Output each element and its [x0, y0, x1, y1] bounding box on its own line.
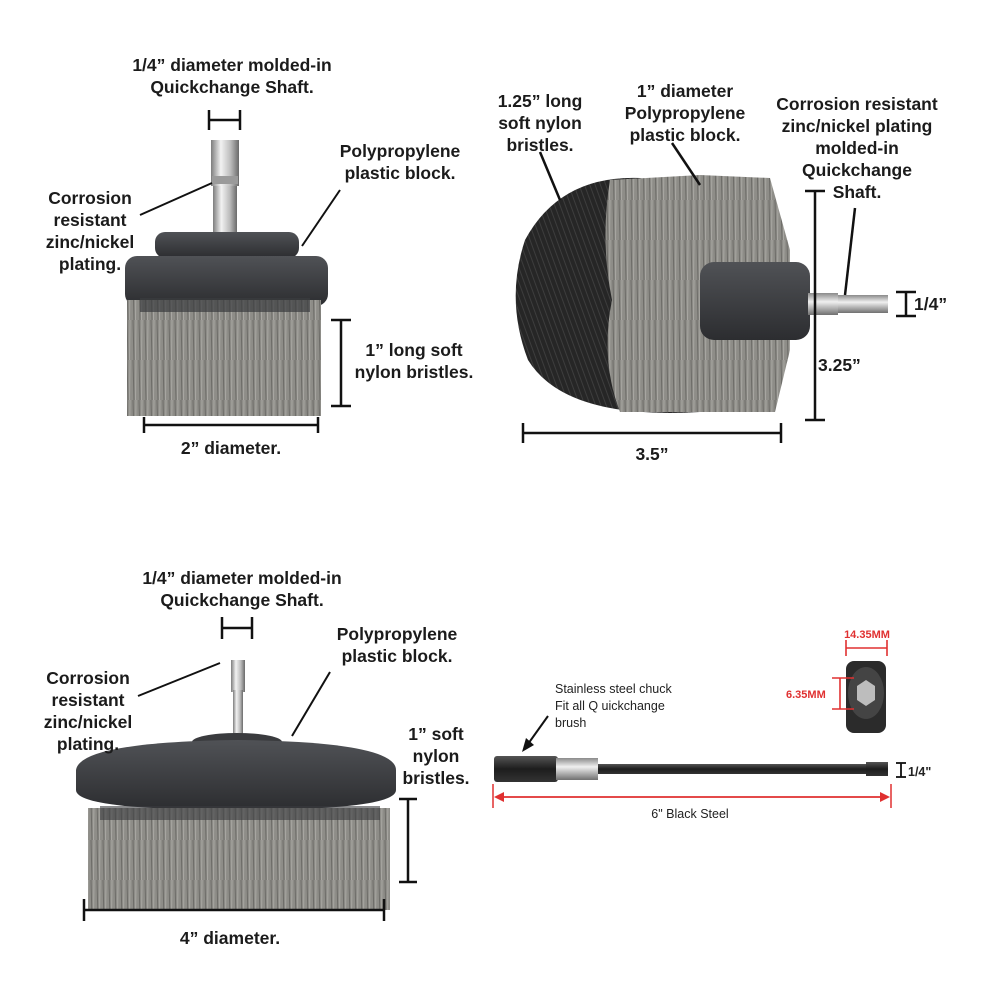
brush-2in-bristles	[127, 300, 321, 416]
brush-4in-corrosion-label-line1: Corrosion	[46, 668, 130, 688]
brush-4in-illustration	[76, 660, 396, 910]
brush-2in-shaft-label-line2: Quickchange Shaft.	[150, 77, 313, 97]
brush-ball-shaft-dim-label: 1/4”	[914, 294, 947, 314]
brush-ball-bristle-label-line3: bristles.	[506, 135, 573, 155]
brush-ball-width-dim	[521, 423, 783, 443]
brush-4in-block-leader	[291, 671, 331, 737]
brush-2in-shaft-bracket	[207, 110, 242, 130]
brush-4in-shaft-label-line1: 1/4” diameter molded-in	[142, 568, 341, 588]
brush-2in-illustration	[125, 140, 328, 416]
extension-chuck-arrow	[522, 715, 549, 752]
brush-2in-bristle-label-line2: nylon bristles.	[355, 362, 474, 382]
brush-2in-bristle-dim	[331, 318, 351, 408]
brush-4in-bristle-label-line3: bristles.	[402, 768, 469, 788]
extension-chuck-label-line2: Fit all Q uickchange	[555, 699, 665, 713]
brush-ball-shaft-label-line3: molded-in	[815, 138, 899, 158]
extension-shaft-dim-label: 1/4"	[908, 765, 931, 779]
brush-2in-corrosion-leader	[139, 182, 213, 216]
brush-ball-shaft-dim	[896, 290, 916, 318]
brush-2in-shaft-collar	[213, 186, 237, 240]
brush-2in-corrosion-label-line4: plating.	[59, 254, 121, 274]
brush-ball-core	[700, 262, 810, 340]
brush-ball-bristle-leader	[538, 151, 562, 201]
brush-4in-bristle-label-line1: 1” soft	[408, 724, 464, 744]
extension-chuck	[494, 756, 558, 782]
brush-2in-block-label-line1: Polypropylene	[340, 141, 461, 161]
brush-4in-block	[76, 740, 396, 810]
brush-4in-bristles	[88, 808, 390, 910]
brush-ball-height-dim	[805, 189, 825, 422]
brush-4in-diameter-dim	[82, 899, 386, 921]
hex-socket-icon	[857, 680, 875, 706]
brush-2in-block-leader	[301, 189, 341, 247]
extension-hex-tip	[866, 762, 888, 776]
extension-chuck-sleeve	[556, 758, 598, 780]
extension-outer-dim-label: 14.35MM	[844, 629, 890, 641]
brush-ball-bristle-label-line2: soft nylon	[498, 113, 582, 133]
brush-4in-corrosion-leader	[137, 662, 221, 697]
brush-4in-corrosion-label-line4: plating.	[57, 734, 119, 754]
extension-outer-dim	[845, 640, 888, 656]
brush-2in-hub	[155, 232, 299, 258]
brush-ball-block-leader	[670, 142, 702, 186]
brush-ball-grey-bristles	[605, 175, 790, 412]
brush-4in-shaft-label-line2: Quickchange Shaft.	[160, 590, 323, 610]
brush-ball-height-dim-label: 3.25”	[818, 355, 861, 375]
brush-4in-corrosion-label-line3: zinc/nickel	[44, 712, 133, 732]
extension-inner-dim-label: 6.35MM	[786, 689, 826, 701]
brush-2in-corrosion-label-line2: resistant	[54, 210, 127, 230]
extension-chuck-label-line3: brush	[555, 716, 586, 730]
brush-ball-block-label-line3: plastic block.	[630, 125, 741, 145]
brush-ball-shaft-leader	[843, 207, 857, 296]
extension-shaft-dim	[896, 762, 906, 778]
brush-ball-shaft-label-line2: zinc/nickel plating	[782, 116, 933, 136]
extension-length-label: 6" Black Steel	[651, 807, 728, 821]
brush-2in-corrosion-label-line3: zinc/nickel	[46, 232, 135, 252]
brush-2in-diameter-dim	[142, 417, 320, 433]
brush-2in-shaft-label-line1: 1/4” diameter molded-in	[132, 55, 331, 75]
brush-ball-shaft-label-line1: Corrosion resistant	[776, 94, 938, 114]
brush-ball-illustration	[515, 175, 888, 413]
brush-2in-diameter-label: 2” diameter.	[181, 438, 281, 458]
brush-ball-block-label-line2: Polypropylene	[625, 103, 746, 123]
extension-illustration	[494, 756, 888, 782]
brush-4in-diameter-label: 4” diameter.	[180, 928, 280, 948]
extension-inner-dim	[832, 677, 854, 710]
brush-4in-block-label-line2: plastic block.	[342, 646, 453, 666]
brush-4in-hex-shaft	[231, 660, 245, 692]
brush-ball-bristle-label-line1: 1.25” long	[498, 91, 583, 111]
brush-4in-bristle-dim	[399, 797, 417, 884]
brush-2in-corrosion-label-line1: Corrosion	[48, 188, 132, 208]
brush-ball-block-label-line1: 1” diameter	[637, 81, 733, 101]
brush-2in-bristle-label-line1: 1” long soft	[365, 340, 462, 360]
brush-4in-block-label-line1: Polypropylene	[337, 624, 458, 644]
brush-ball-shaft-collar	[808, 293, 838, 315]
brush-4in-shaft-collar	[233, 690, 243, 738]
brush-4in-corrosion-label-line2: resistant	[52, 690, 125, 710]
brush-ball-shaft-label-line4: Quickchange	[802, 160, 912, 180]
brush-2in-block	[125, 256, 328, 306]
brush-ball-shaft-label-line5: Shaft.	[833, 182, 882, 202]
extension-end-view	[846, 661, 886, 733]
brush-2in-block-label-line2: plastic block.	[345, 163, 456, 183]
extension-rod	[598, 764, 868, 774]
brush-4in-bristle-label-line2: nylon	[413, 746, 460, 766]
brush-ball-width-dim-label: 3.5”	[635, 444, 668, 464]
extension-length-dim	[492, 784, 892, 808]
brush-4in-shaft-bracket	[220, 617, 254, 639]
brush-ball-hex-shaft	[838, 295, 888, 313]
extension-chuck-label-line1: Stainless steel chuck	[555, 682, 672, 696]
